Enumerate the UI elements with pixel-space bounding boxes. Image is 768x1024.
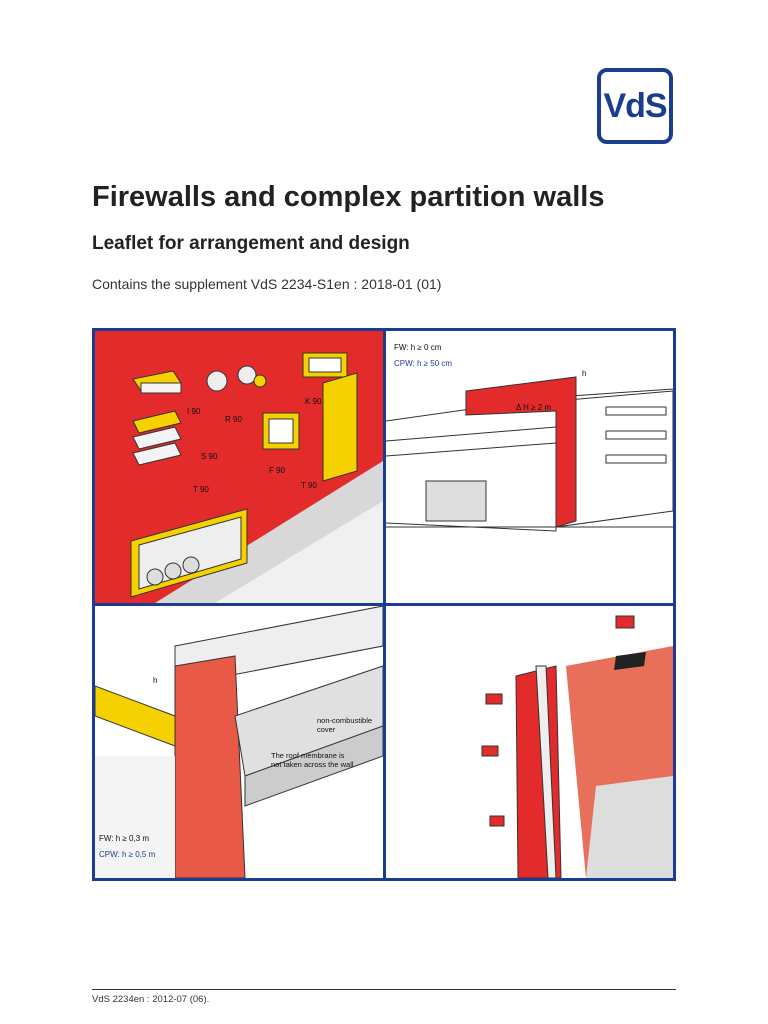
page-title: Firewalls and complex partition walls — [92, 181, 605, 213]
cpw-requirement: CPW: h ≥ 0,5 m — [99, 850, 156, 859]
cover-label: non-combustible cover — [317, 716, 373, 734]
collapse-illustration — [481, 615, 673, 878]
footer-divider — [92, 989, 676, 990]
delta-height-label: Δ H ≥ 2 m — [516, 403, 552, 412]
fw-requirement: FW: h ≥ 0 cm — [394, 343, 442, 352]
supplement-note: Contains the supplement VdS 2234-S1en : … — [92, 276, 442, 292]
height-label: h — [582, 369, 587, 378]
roof-section-illustration — [95, 606, 383, 878]
label-s90: S 90 — [201, 452, 218, 461]
label-r90: R 90 — [225, 415, 242, 424]
panel-wall-closures: I 90 R 90 K 90 S 90 F 90 T 90 T 90 — [95, 331, 383, 603]
logo-text: VdS — [603, 86, 667, 125]
roof-membrane-note: The roof membrane is not taken across th… — [271, 751, 354, 769]
illustration-grid: I 90 R 90 K 90 S 90 F 90 T 90 T 90 FW: h… — [92, 328, 676, 881]
building-illustration — [386, 376, 673, 532]
cpw-requirement: CPW: h ≥ 50 cm — [394, 359, 453, 368]
vds-logo: VdS — [597, 68, 673, 144]
label-k90: K 90 — [305, 397, 322, 406]
page-subtitle: Leaflet for arrangement and design — [92, 233, 410, 254]
label-t90-gate: T 90 — [193, 485, 209, 494]
fw-requirement: FW: h ≥ 0,3 m — [99, 834, 150, 843]
panel-roof-section: h non-combustible cover The roof membran… — [95, 606, 383, 878]
document-reference: VdS 2234en : 2012-07 (06). — [92, 994, 210, 1005]
closures-illustration — [95, 331, 383, 603]
height-label: h — [153, 676, 158, 685]
label-t90-door: T 90 — [301, 481, 317, 490]
label-f90: F 90 — [269, 466, 286, 475]
panel-building-firewall: FW: h ≥ 0 cm CPW: h ≥ 50 cm h Δ H ≥ 2 m — [386, 331, 673, 603]
panel-collapse — [386, 606, 673, 878]
label-i90: I 90 — [187, 407, 201, 416]
